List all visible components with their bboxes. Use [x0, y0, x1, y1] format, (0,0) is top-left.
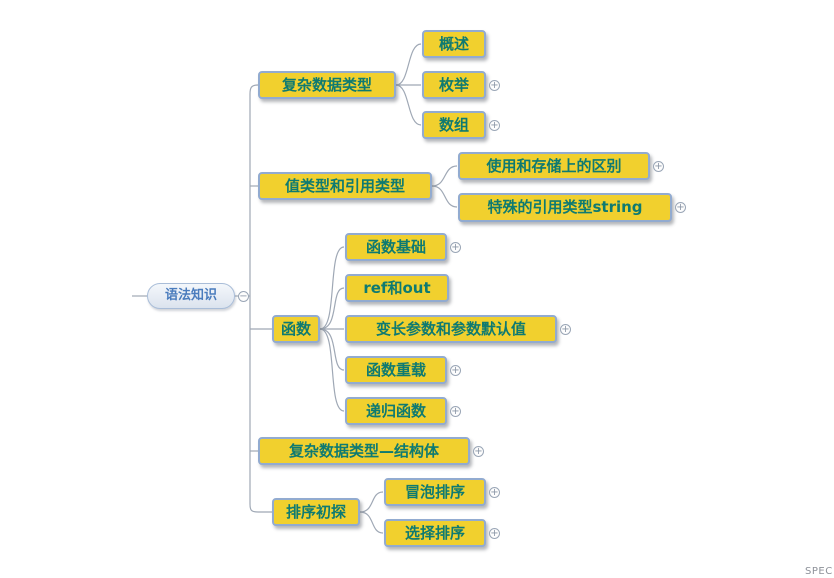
topic-bubble-sort-group: 冒泡排序 +: [384, 478, 500, 506]
topic-complex-data-types-struct[interactable]: 复杂数据类型—结构体: [258, 437, 470, 465]
root-topic-grammar-knowledge[interactable]: 语法知识: [147, 283, 235, 309]
topic-complex-data-types[interactable]: 复杂数据类型: [258, 71, 396, 99]
expand-icon[interactable]: +: [450, 364, 461, 376]
watermark-text: SPEC: [805, 566, 833, 577]
topic-value-and-reference-types[interactable]: 值类型和引用类型: [258, 172, 432, 200]
topic-sorting-intro-group: 排序初探: [272, 498, 360, 526]
topic-usage-storage-difference[interactable]: 使用和存储上的区别: [458, 152, 650, 180]
topic-selection-sort-group: 选择排序 +: [384, 519, 500, 547]
expand-icon[interactable]: +: [489, 119, 500, 131]
topic-array[interactable]: 数组: [422, 111, 486, 139]
topic-selection-sort[interactable]: 选择排序: [384, 519, 486, 547]
expand-icon[interactable]: +: [560, 323, 571, 335]
topic-usage-storage-difference-group: 使用和存储上的区别 +: [458, 152, 664, 180]
topic-ref-and-out-group: ref和out: [345, 274, 449, 302]
expand-icon[interactable]: +: [489, 486, 500, 498]
topic-functions-group: 函数: [272, 315, 320, 343]
topic-bubble-sort[interactable]: 冒泡排序: [384, 478, 486, 506]
topic-complex-data-types-struct-group: 复杂数据类型—结构体 +: [258, 437, 484, 465]
topic-overview[interactable]: 概述: [422, 30, 486, 58]
expand-icon[interactable]: +: [675, 202, 686, 213]
topic-enum[interactable]: 枚举: [422, 71, 486, 99]
expand-icon[interactable]: +: [450, 405, 461, 417]
expand-icon[interactable]: +: [489, 527, 500, 539]
topic-value-and-reference-types-group: 值类型和引用类型: [258, 172, 432, 200]
topic-ref-and-out[interactable]: ref和out: [345, 274, 449, 302]
topic-overview-group: 概述: [422, 30, 486, 58]
topic-enum-group: 枚举 +: [422, 71, 500, 99]
topic-function-basics[interactable]: 函数基础: [345, 233, 447, 261]
topic-special-reference-type-string[interactable]: 特殊的引用类型string: [458, 193, 672, 222]
expand-icon[interactable]: +: [473, 445, 484, 457]
expand-icon[interactable]: +: [489, 79, 500, 91]
expand-icon[interactable]: +: [653, 160, 664, 172]
topic-variadic-params-default-values[interactable]: 变长参数和参数默认值: [345, 315, 557, 343]
collapse-icon[interactable]: −: [238, 290, 249, 302]
topic-recursive-function-group: 递归函数 +: [345, 397, 461, 425]
expand-icon[interactable]: +: [450, 241, 461, 253]
topic-sorting-intro[interactable]: 排序初探: [272, 498, 360, 526]
topic-function-basics-group: 函数基础 +: [345, 233, 461, 261]
root-topic-group: 语法知识 −: [147, 283, 249, 309]
topic-complex-data-types-group: 复杂数据类型: [258, 71, 396, 99]
topic-array-group: 数组 +: [422, 111, 500, 139]
topic-function-overload[interactable]: 函数重载: [345, 356, 447, 384]
topic-variadic-params-default-values-group: 变长参数和参数默认值 +: [345, 315, 571, 343]
topic-recursive-function[interactable]: 递归函数: [345, 397, 447, 425]
topic-functions[interactable]: 函数: [272, 315, 320, 343]
topic-special-reference-type-string-group: 特殊的引用类型string +: [458, 193, 686, 222]
topic-function-overload-group: 函数重载 +: [345, 356, 461, 384]
